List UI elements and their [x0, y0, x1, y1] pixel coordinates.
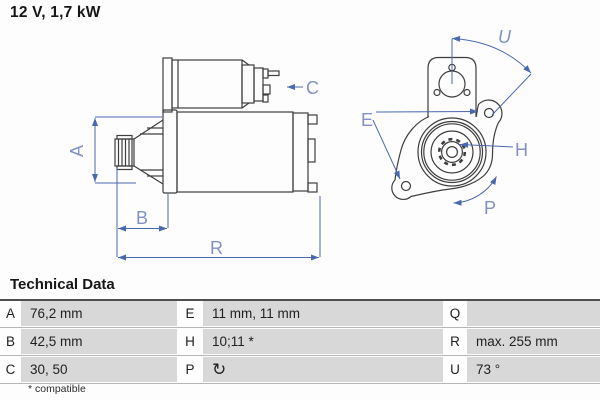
spec-value-c: 30, 50: [21, 357, 177, 382]
technical-data-table: A 76,2 mm E 11 mm, 11 mm Q B 42,5 mm H 1…: [0, 299, 600, 385]
spec-key-q: Q: [443, 301, 467, 326]
spec-key-r: R: [443, 329, 467, 354]
spec-key-b: B: [0, 329, 21, 354]
table-row: B 42,5 mm H 10;11 * R max. 255 mm: [0, 329, 600, 354]
spec-key-u: U: [443, 357, 467, 382]
spec-key-a: A: [0, 301, 21, 326]
row-separator: [0, 383, 600, 384]
spec-key-e: E: [177, 301, 203, 326]
spec-value-u: 73 °: [467, 357, 600, 382]
page-title: 12 V, 1,7 kW: [10, 4, 101, 21]
spec-value-h: 10;11 *: [203, 329, 443, 354]
dimension-p-label: P: [484, 198, 496, 218]
technical-drawing: A B C R E H P U: [67, 27, 532, 261]
dimension-c-label: C: [306, 78, 319, 98]
row-separator: [0, 355, 600, 356]
dimension-r-label: R: [210, 238, 223, 258]
spec-value-p: ↻: [203, 357, 443, 382]
dimension-lines: [92, 35, 532, 261]
spec-key-h: H: [177, 329, 203, 354]
spec-value-b: 42,5 mm: [21, 329, 177, 354]
rotation-clockwise-icon: ↻: [212, 360, 227, 379]
spec-key-p: P: [177, 357, 203, 382]
compatibility-footnote: * compatible: [28, 383, 86, 395]
dimension-b-label: B: [136, 208, 148, 228]
starter-side-view: [114, 57, 318, 194]
row-separator: [0, 327, 600, 328]
dimension-e-label: E: [361, 110, 373, 130]
dimension-u-label: U: [498, 27, 512, 47]
table-row: A 76,2 mm E 11 mm, 11 mm Q: [0, 301, 600, 326]
dimension-a-label: A: [67, 145, 87, 157]
technical-data-heading: Technical Data: [10, 276, 115, 293]
spec-key-c: C: [0, 357, 21, 382]
spec-value-a: 76,2 mm: [21, 301, 177, 326]
spec-value-r: max. 255 mm: [467, 329, 600, 354]
starter-front-view: [391, 56, 503, 201]
dimension-h-label: H: [515, 140, 528, 160]
spec-value-q: [467, 301, 600, 326]
table-row: C 30, 50 P ↻ U 73 °: [0, 357, 600, 382]
spec-value-e: 11 mm, 11 mm: [203, 301, 443, 326]
